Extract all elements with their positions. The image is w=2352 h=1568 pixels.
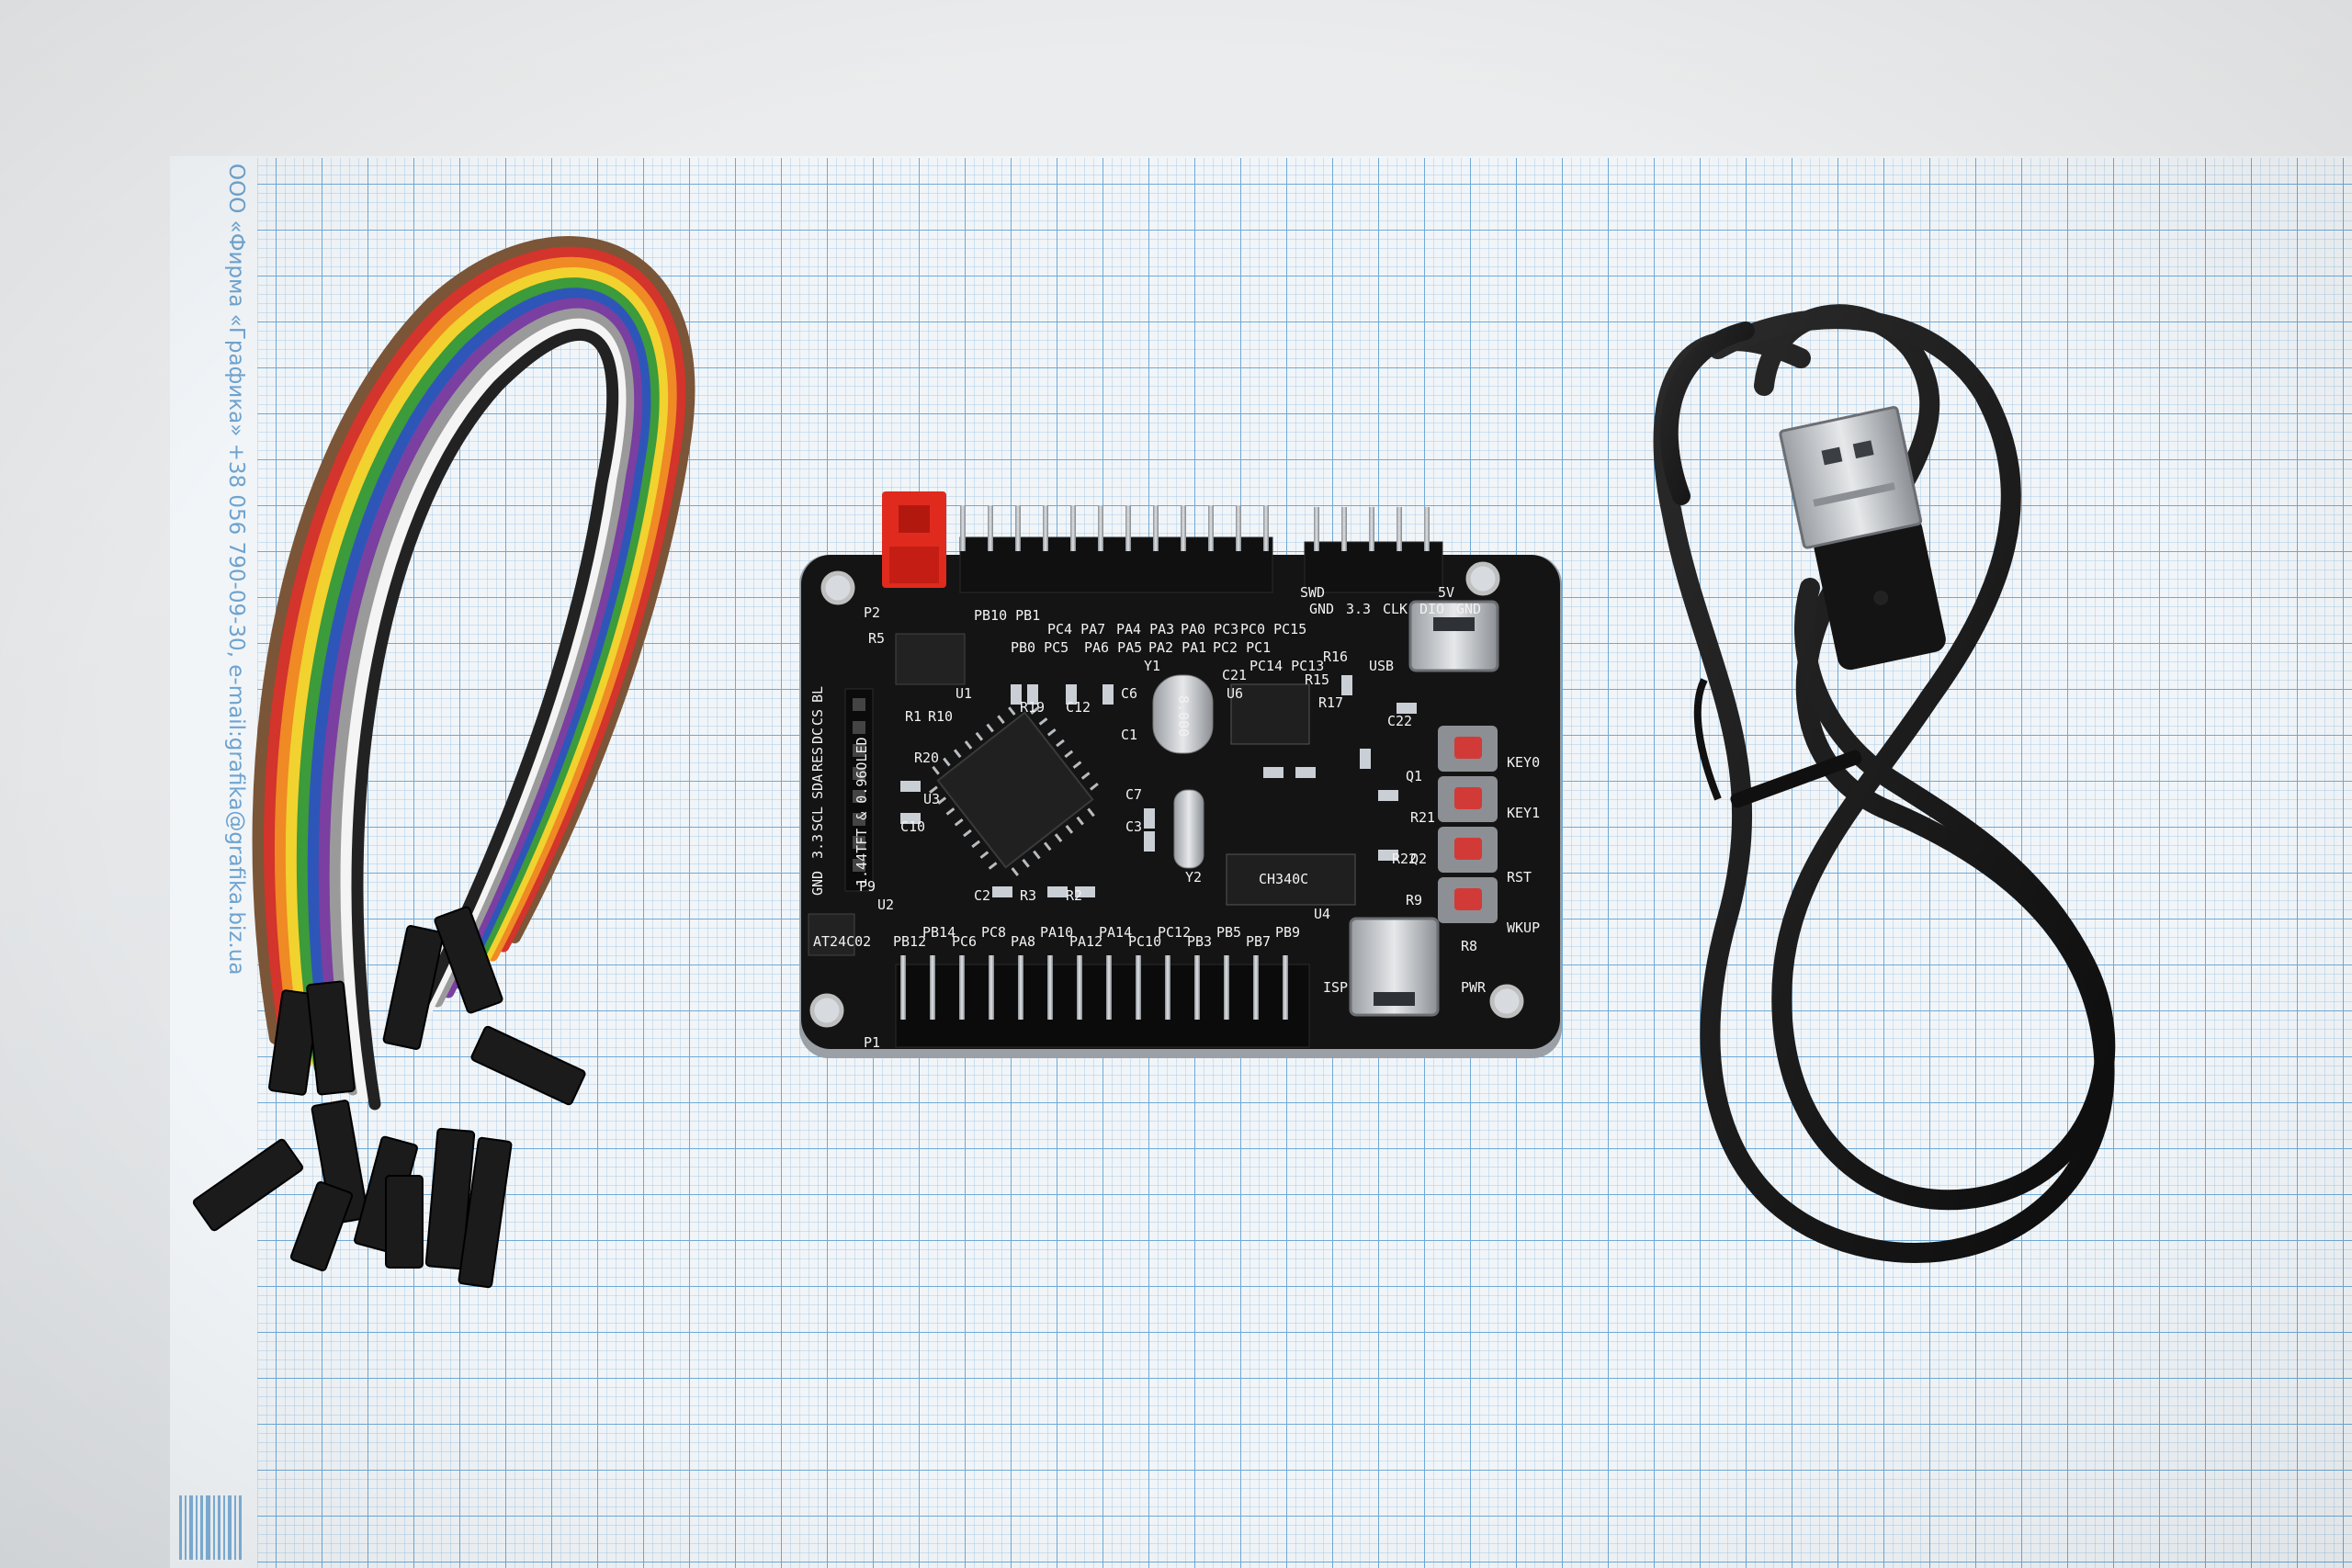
svg-text:KEY0: KEY0 — [1507, 754, 1540, 771]
svg-text:U3: U3 — [923, 791, 940, 807]
svg-text:Y2: Y2 — [1185, 869, 1202, 886]
svg-text:R9: R9 — [1406, 892, 1422, 908]
svg-text:R17: R17 — [1318, 694, 1343, 711]
svg-text:SDA: SDA — [809, 774, 826, 799]
svg-text:R16: R16 — [1323, 649, 1348, 665]
mini-usb-port-bottom — [1349, 917, 1440, 1017]
svg-text:C2: C2 — [974, 887, 990, 904]
svg-text:CH340C: CH340C — [1259, 871, 1308, 887]
svg-text:Q1: Q1 — [1406, 768, 1422, 784]
svg-text:C6: C6 — [1121, 685, 1137, 702]
svg-text:CLK: CLK — [1383, 601, 1408, 617]
svg-text:RES: RES — [809, 747, 826, 772]
svg-text:3.3: 3.3 — [809, 834, 826, 859]
svg-text:PA10: PA10 — [1040, 924, 1073, 941]
svg-text:PC10: PC10 — [1128, 933, 1161, 950]
svg-text:WKUP: WKUP — [1507, 919, 1540, 936]
svg-text:PC2 PC1: PC2 PC1 — [1213, 639, 1271, 656]
svg-text:PB9: PB9 — [1275, 924, 1300, 941]
svg-text:R1: R1 — [905, 708, 922, 725]
svg-text:PC4 PA7: PC4 PA7 — [1047, 621, 1105, 637]
crystal-y2 — [1173, 789, 1204, 869]
svg-text:P1: P1 — [864, 1034, 880, 1051]
svg-text:RST: RST — [1507, 869, 1532, 886]
publisher-line: ООО «Фирма «Графика» +38 056 790-09-30, … — [224, 164, 248, 975]
svg-text:PA12: PA12 — [1069, 933, 1102, 950]
svg-text:C10: C10 — [900, 818, 925, 835]
crystal-y1: 8.000 — [1152, 674, 1214, 754]
svg-text:5V: 5V — [1438, 584, 1454, 601]
svg-text:3.3: 3.3 — [1346, 601, 1371, 617]
svg-text:PWR: PWR — [1461, 979, 1487, 996]
svg-text:8.000: 8.000 — [1175, 695, 1192, 737]
svg-text:PA2 PA1: PA2 PA1 — [1148, 639, 1206, 656]
svg-text:PC0 PC15: PC0 PC15 — [1240, 621, 1306, 637]
svg-text:PB10 PB1: PB10 PB1 — [974, 607, 1040, 624]
svg-text:DC: DC — [809, 728, 826, 744]
svg-text:U1: U1 — [956, 685, 972, 702]
svg-text:1.44TFT & 0.96OLED: 1.44TFT & 0.96OLED — [854, 737, 870, 886]
svg-text:R15: R15 — [1305, 671, 1329, 688]
svg-text:PA6 PA5: PA6 PA5 — [1084, 639, 1142, 656]
svg-text:BL: BL — [809, 686, 826, 703]
svg-text:USB: USB — [1369, 658, 1394, 674]
svg-text:GND: GND — [1456, 601, 1481, 617]
svg-text:R8: R8 — [1461, 938, 1477, 954]
svg-text:PC12: PC12 — [1158, 924, 1191, 941]
ch340c-chip: CH340C — [1226, 853, 1356, 906]
svg-text:SWD: SWD — [1300, 584, 1325, 601]
svg-text:PB12: PB12 — [893, 933, 926, 950]
svg-text:Y1: Y1 — [1144, 658, 1160, 674]
svg-text:GND: GND — [809, 871, 826, 896]
svg-text:R3: R3 — [1020, 887, 1036, 904]
svg-text:C22: C22 — [1387, 713, 1412, 729]
svg-text:DIO: DIO — [1419, 601, 1444, 617]
svg-text:R20: R20 — [914, 750, 939, 766]
svg-text:R5: R5 — [868, 630, 885, 647]
stm32-dev-board: CH340C 8.000 — [799, 491, 1562, 1058]
svg-text:P2: P2 — [864, 604, 880, 621]
svg-text:C1: C1 — [1121, 727, 1137, 743]
svg-text:R21: R21 — [1410, 809, 1435, 826]
svg-text:PB14: PB14 — [922, 924, 956, 941]
svg-text:CS: CS — [809, 709, 826, 726]
svg-text:KEY1: KEY1 — [1507, 805, 1540, 821]
svg-text:PB7: PB7 — [1246, 933, 1271, 950]
svg-text:PC6: PC6 — [952, 933, 977, 950]
svg-text:C21: C21 — [1222, 667, 1247, 683]
svg-text:R10: R10 — [928, 708, 953, 725]
svg-text:PC8: PC8 — [981, 924, 1006, 941]
svg-text:C12: C12 — [1066, 699, 1091, 716]
svg-text:P9: P9 — [859, 878, 876, 895]
svg-text:R22: R22 — [1392, 851, 1417, 867]
svg-text:PA14: PA14 — [1099, 924, 1132, 941]
flash-chip-u1 — [895, 633, 966, 685]
svg-text:ISP: ISP — [1323, 979, 1348, 996]
red-jumper-cap — [882, 491, 946, 588]
svg-text:SCL: SCL — [809, 807, 826, 831]
svg-text:PB5: PB5 — [1216, 924, 1241, 941]
bottom-pin-header — [895, 955, 1310, 1048]
svg-text:C7: C7 — [1125, 786, 1142, 803]
svg-text:U2: U2 — [877, 897, 894, 913]
svg-text:C3: C3 — [1125, 818, 1142, 835]
svg-text:PB0 PC5: PB0 PC5 — [1011, 639, 1069, 656]
svg-text:PA4 PA3: PA4 PA3 — [1116, 621, 1174, 637]
svg-text:AT24C02: AT24C02 — [813, 933, 871, 950]
svg-text:PB3: PB3 — [1187, 933, 1212, 950]
svg-text:R19: R19 — [1020, 699, 1045, 716]
svg-text:GND: GND — [1309, 601, 1334, 617]
svg-text:R2: R2 — [1066, 887, 1082, 904]
svg-text:PA8: PA8 — [1011, 933, 1035, 950]
svg-text:U6: U6 — [1227, 685, 1243, 702]
svg-text:U4: U4 — [1314, 906, 1330, 922]
svg-text:PA0 PC3: PA0 PC3 — [1181, 621, 1238, 637]
